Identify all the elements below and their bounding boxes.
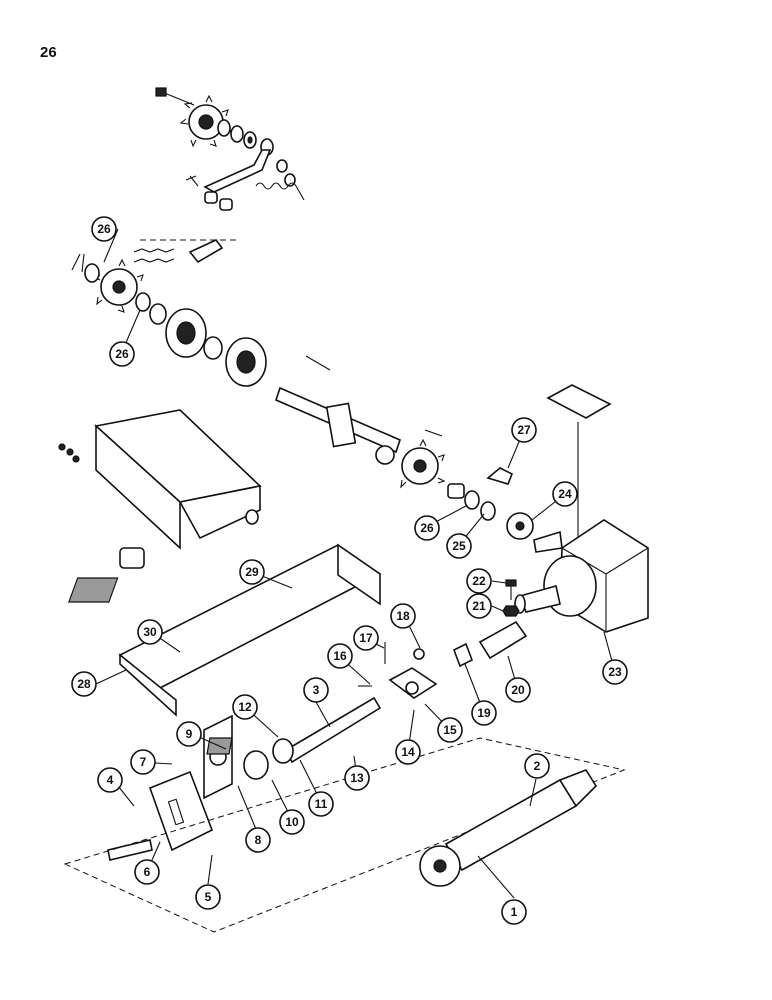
svg-text:26: 26 bbox=[97, 222, 111, 236]
callout-26-top: 26 bbox=[91, 216, 117, 242]
callout-3: 3 bbox=[303, 677, 329, 703]
callout-11: 11 bbox=[308, 791, 334, 817]
svg-text:21: 21 bbox=[472, 599, 486, 613]
callout-16: 16 bbox=[327, 643, 353, 669]
callout-28: 28 bbox=[71, 671, 97, 697]
svg-text:2: 2 bbox=[534, 759, 541, 773]
callout-26-left: 26 bbox=[109, 341, 135, 367]
callout-29: 29 bbox=[239, 559, 265, 585]
callout-23: 23 bbox=[602, 659, 628, 685]
callout-25: 25 bbox=[446, 533, 472, 559]
svg-text:12: 12 bbox=[238, 700, 252, 714]
svg-text:27: 27 bbox=[517, 423, 531, 437]
callout-21: 21 bbox=[466, 593, 492, 619]
callout-24: 24 bbox=[552, 481, 578, 507]
drive-shaft bbox=[284, 696, 382, 764]
svg-text:5: 5 bbox=[205, 890, 212, 904]
idler-arm bbox=[185, 149, 305, 211]
callout-17: 17 bbox=[353, 625, 379, 651]
callout-7: 7 bbox=[130, 749, 156, 775]
callout-12: 12 bbox=[232, 694, 258, 720]
idler-sprocket-assembly bbox=[155, 87, 274, 156]
svg-text:28: 28 bbox=[77, 677, 91, 691]
callout-8: 8 bbox=[245, 827, 271, 853]
callout-22: 22 bbox=[466, 568, 492, 594]
main-shield bbox=[68, 543, 382, 717]
svg-text:26: 26 bbox=[420, 521, 434, 535]
callout-6: 6 bbox=[134, 859, 160, 885]
svg-text:15: 15 bbox=[443, 723, 457, 737]
svg-text:9: 9 bbox=[186, 727, 193, 741]
svg-text:23: 23 bbox=[608, 665, 622, 679]
svg-text:3: 3 bbox=[313, 683, 320, 697]
callout-9: 9 bbox=[176, 721, 202, 747]
pto-driveline bbox=[63, 737, 626, 933]
svg-text:16: 16 bbox=[333, 649, 347, 663]
callout-20: 20 bbox=[505, 677, 531, 703]
svg-text:19: 19 bbox=[477, 706, 491, 720]
small-hardware bbox=[358, 620, 528, 687]
svg-text:13: 13 bbox=[350, 771, 364, 785]
svg-text:8: 8 bbox=[255, 833, 262, 847]
callout-14: 14 bbox=[395, 739, 421, 765]
callout-18: 18 bbox=[390, 603, 416, 629]
bearing-plate bbox=[203, 714, 233, 800]
gearbox bbox=[486, 467, 649, 633]
callout-27: 27 bbox=[511, 417, 537, 443]
svg-text:26: 26 bbox=[115, 347, 129, 361]
callout-2: 2 bbox=[524, 753, 550, 779]
drive-chain-assembly bbox=[71, 239, 238, 313]
upper-shield bbox=[58, 409, 262, 569]
callout-5: 5 bbox=[195, 884, 221, 910]
svg-text:10: 10 bbox=[285, 815, 299, 829]
callout-30: 30 bbox=[137, 619, 163, 645]
callout-15: 15 bbox=[437, 717, 463, 743]
shaft-bearings bbox=[243, 738, 294, 780]
bearing-flanges bbox=[135, 292, 267, 387]
svg-text:20: 20 bbox=[511, 683, 525, 697]
callout-26-right: 26 bbox=[414, 515, 440, 541]
svg-text:24: 24 bbox=[558, 487, 572, 501]
svg-text:11: 11 bbox=[315, 797, 328, 811]
mounting-bracket bbox=[107, 770, 214, 861]
svg-text:4: 4 bbox=[107, 773, 114, 787]
svg-text:18: 18 bbox=[396, 609, 410, 623]
svg-text:30: 30 bbox=[143, 625, 157, 639]
svg-text:29: 29 bbox=[245, 565, 259, 579]
callout-4: 4 bbox=[97, 767, 123, 793]
callout-13: 13 bbox=[344, 765, 370, 791]
svg-text:14: 14 bbox=[401, 745, 415, 759]
svg-text:7: 7 bbox=[140, 755, 147, 769]
svg-text:25: 25 bbox=[452, 539, 466, 553]
yoke bbox=[388, 667, 438, 699]
svg-text:6: 6 bbox=[144, 865, 151, 879]
main-shaft bbox=[275, 355, 496, 521]
svg-text:17: 17 bbox=[359, 631, 373, 645]
callout-10: 10 bbox=[279, 809, 305, 835]
svg-text:22: 22 bbox=[472, 574, 486, 588]
svg-text:1: 1 bbox=[511, 905, 518, 919]
callout-1: 1 bbox=[501, 899, 527, 925]
callout-19: 19 bbox=[471, 700, 497, 726]
page-number: 26 bbox=[40, 44, 57, 61]
